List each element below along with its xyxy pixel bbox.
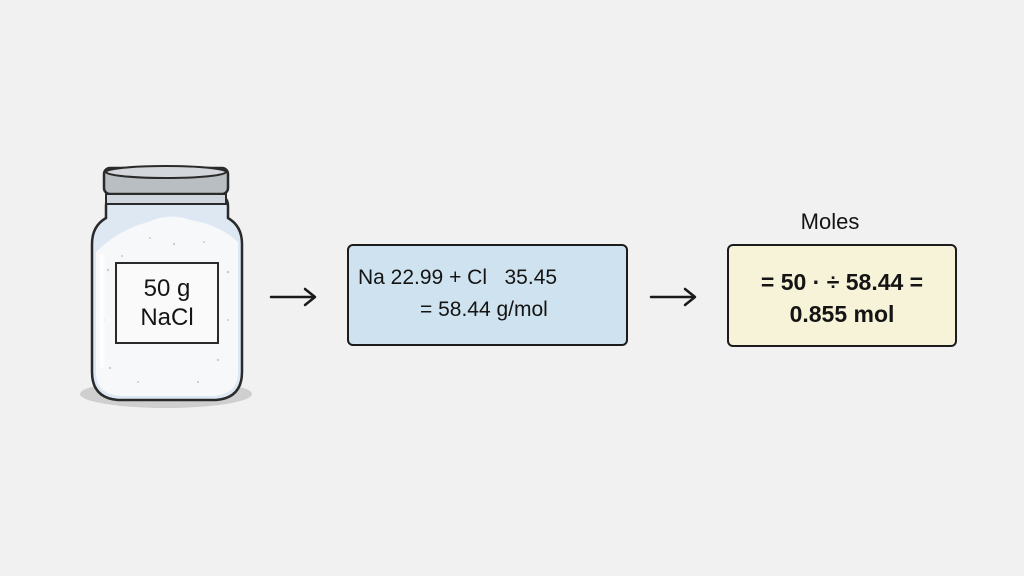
moles-result: 0.855 mol bbox=[789, 301, 895, 327]
moles-equation: = 50 · ÷ 58.44 = bbox=[760, 269, 924, 295]
jar-lid-top bbox=[105, 165, 227, 179]
jar-label: 50 g NaCl bbox=[115, 262, 219, 344]
jar-label-mass: 50 g bbox=[143, 275, 191, 302]
arrow-right-icon bbox=[649, 287, 697, 307]
jar-neck bbox=[105, 193, 227, 205]
molar-mass-result: = 58.44 g/mol bbox=[420, 298, 548, 321]
moles-heading: Moles bbox=[800, 209, 860, 234]
arrow-right-icon bbox=[269, 287, 317, 307]
molar-mass-sum: Na 22.99 + Cl 35.45 bbox=[358, 266, 558, 289]
salt-speckles bbox=[103, 237, 230, 384]
moles-box: = 50 · ÷ 58.44 = 0.855 mol bbox=[727, 244, 957, 347]
jar-label-compound: NaCl bbox=[140, 304, 194, 331]
salt-jar: 50 g NaCl bbox=[78, 160, 258, 420]
molar-mass-box: Na 22.99 + Cl 35.45 = 58.44 g/mol bbox=[347, 244, 628, 346]
